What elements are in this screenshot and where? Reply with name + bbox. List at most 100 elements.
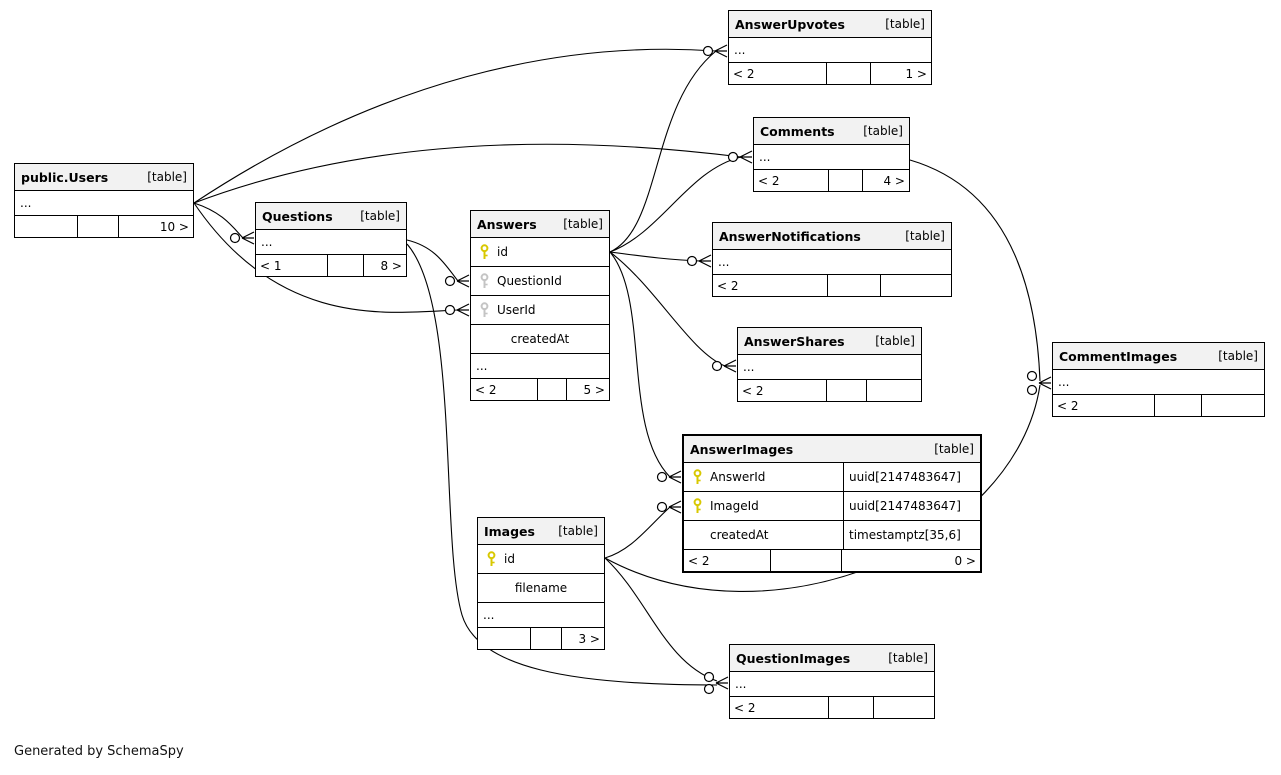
column-name: ... [261, 235, 273, 249]
key-icon-slot [684, 469, 710, 485]
table-header-answernotifications[interactable]: AnswerNotifications[table] [713, 223, 951, 250]
column-name: UserId [497, 303, 536, 317]
footer-spacer-cell [529, 628, 562, 649]
footer-spacer-cell [537, 379, 566, 400]
children-count-cell: < 2 [742, 383, 764, 398]
primary-key-icon [480, 244, 488, 259]
table-header-commentimages[interactable]: CommentImages[table] [1053, 343, 1264, 370]
zero-or-one-circle [703, 683, 715, 695]
table-node-commentimages[interactable]: CommentImages[table]...< 2 [1052, 342, 1265, 417]
column-name: id [497, 245, 508, 259]
table-header-answerimages[interactable]: AnswerImages[table] [684, 436, 980, 463]
table-type-tag: [table] [905, 229, 945, 243]
table-type-tag: [table] [558, 524, 598, 538]
table-footer-answernotifications: < 2 [713, 275, 951, 296]
parents-count-cell [879, 275, 951, 296]
relationship-edge-comments-commentimages [909, 159, 1041, 382]
zero-or-one-circle [702, 45, 714, 57]
table-header-answerupvotes[interactable]: AnswerUpvotes[table] [729, 11, 931, 38]
table-type-tag: [table] [888, 651, 928, 665]
key-icon-slot [478, 551, 504, 567]
zero-or-one-circle [656, 471, 668, 483]
parents-count-cell: 4 > [862, 170, 909, 191]
crows-foot-connector [1038, 376, 1052, 390]
relationship-edge-users-answerupvotes [193, 48, 717, 204]
table-name: QuestionImages [736, 650, 851, 666]
table-node-questionimages[interactable]: QuestionImages [table]... < 2 [729, 644, 935, 719]
crows-foot-connector [241, 231, 255, 245]
zero-or-one-circle [1026, 370, 1038, 382]
relationship-edge-answers-answernotifications [609, 251, 701, 262]
column-row-questionid: QuestionId [471, 267, 609, 296]
column-name: ImageId [710, 499, 759, 513]
column-name: id [504, 552, 515, 566]
children-count-cell: < 2 [475, 382, 497, 397]
columns-ellipsis-row: ... [478, 603, 604, 628]
table-node-answernotifications[interactable]: AnswerNotifications[table]...< 2 [712, 222, 952, 297]
zero-or-one-circle [444, 304, 456, 316]
table-type-tag: [table] [863, 124, 903, 138]
relationship-edge-users-questions [193, 202, 244, 239]
children-count-cell: < 2 [734, 700, 756, 715]
primary-key-icon [487, 551, 495, 566]
column-row-filename: filename [478, 574, 604, 603]
table-type-tag: [table] [360, 209, 400, 223]
table-node-users[interactable]: public.Users[table]... 10 > [14, 163, 194, 238]
table-name: CommentImages [1059, 348, 1178, 364]
footer-spacer-cell [827, 697, 873, 718]
children-count-cell: < 2 [688, 553, 710, 568]
relationship-edge-images-answerimages-imageid [604, 506, 671, 559]
column-name: filename [514, 581, 568, 595]
footer-spacer-cell [828, 170, 862, 191]
column-name: ... [476, 359, 488, 373]
column-type-cell: timestamptz[35,6] [849, 528, 961, 542]
column-name: AnswerId [710, 470, 766, 484]
column-name: createdAt [710, 528, 769, 542]
column-name: ... [735, 677, 747, 691]
relationship-edge-images-questionimages [604, 557, 718, 682]
columns-ellipsis-row: ... [713, 250, 951, 275]
column-row-id: id [471, 238, 609, 267]
relationship-edge-answers-answerimages-answerid [609, 251, 671, 478]
footer-spacer-cell [326, 255, 363, 276]
table-header-comments[interactable]: Comments [table] [754, 118, 909, 145]
parents-count-cell: 10 > [118, 216, 193, 237]
table-name: Comments [760, 123, 835, 139]
crows-foot-connector [668, 500, 682, 514]
table-header-questionimages[interactable]: QuestionImages [table] [730, 645, 934, 672]
table-header-answershares[interactable]: AnswerShares[table] [738, 328, 921, 355]
table-header-users[interactable]: public.Users[table] [15, 164, 193, 191]
parents-count-cell [872, 697, 934, 718]
table-footer-users: 10 > [15, 216, 193, 237]
column-row-id: id [478, 545, 604, 574]
crows-foot-connector [715, 676, 729, 690]
footer-spacer-cell [825, 63, 870, 84]
crows-foot-connector [456, 303, 470, 317]
zero-or-one-circle [1026, 384, 1038, 396]
table-header-answers[interactable]: Answers[table] [471, 211, 609, 238]
key-icon-slot [684, 498, 710, 514]
key-icon-slot [471, 244, 497, 260]
column-name: ... [759, 150, 771, 164]
crows-foot-connector [739, 150, 753, 164]
table-node-answershares[interactable]: AnswerShares[table]...< 2 [737, 327, 922, 402]
footer-spacer-cell [827, 275, 879, 296]
table-header-questions[interactable]: Questions[table] [256, 203, 406, 230]
table-header-images[interactable]: Images[table] [478, 518, 604, 545]
column-name: ... [20, 196, 32, 210]
column-name-cell: ImageId [684, 492, 844, 520]
table-footer-images: 3 > [478, 628, 604, 649]
column-row-createdat: createdAt timestamptz[35,6] [684, 521, 980, 550]
table-node-images[interactable]: Images[table] id filename...3 > [477, 517, 605, 650]
children-count-cell: < 2 [1057, 398, 1079, 413]
footer-spacer-cell [77, 216, 118, 237]
